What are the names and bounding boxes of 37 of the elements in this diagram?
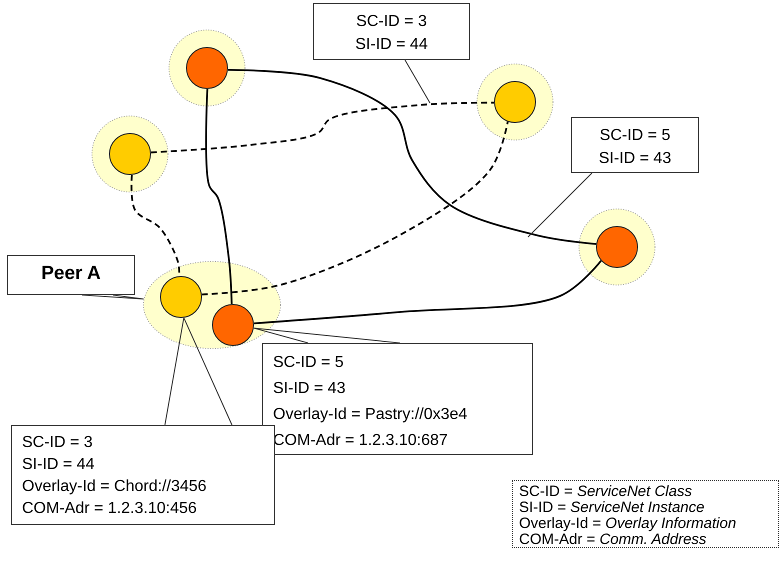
callout-text: SI-ID = 44 (354, 35, 429, 55)
callout-text: SC-ID = 3 (22, 433, 94, 453)
callout-pointer (164, 317, 232, 426)
overlay-link (202, 122, 509, 296)
callout-text: SC-ID = 5 (273, 353, 345, 373)
callout-text: SC-ID = 3 (355, 12, 428, 32)
callout-text: SI-ID = 44 (22, 455, 96, 475)
key-entry: COM-Adr = Comm. Address (519, 532, 708, 548)
callout-text: Peer A (40, 262, 102, 285)
overlay-link (205, 88, 233, 304)
peer-circle (212, 304, 254, 346)
callout-box (313, 3, 470, 60)
callout-text: SC-ID = 5 (598, 126, 672, 146)
overlay-link (150, 102, 494, 154)
peer-circle (109, 133, 151, 175)
callout-text: COM-Adr = 1.2.3.10:687 (273, 431, 449, 451)
callout-pointer (253, 328, 400, 344)
callout-box (11, 425, 275, 525)
callout-box (7, 255, 135, 295)
key-entry: SC-ID = ServiceNet Class (519, 484, 693, 500)
key-entry: SI-ID = ServiceNet Instance (519, 500, 706, 516)
peer-circle (596, 226, 638, 268)
peer-circle (186, 47, 228, 89)
callout-text: Overlay-Id = Pastry://0x3e4 (273, 405, 468, 425)
callout-text: COM-Adr = 1.2.3.10:456 (22, 499, 198, 519)
peer-group-ellipse (143, 261, 281, 349)
callout-text: Overlay-Id = Chord://3456 (22, 477, 208, 497)
callout-box (262, 343, 533, 455)
overlay-link (228, 68, 596, 245)
callout-text: SI-ID = 43 (598, 149, 672, 169)
overlay-link (254, 260, 602, 324)
callout-box (571, 117, 699, 173)
callout-text: SI-ID = 43 (273, 379, 346, 399)
peer-circle (160, 276, 202, 318)
key-entry: Overlay-Id = Overlay Information (519, 516, 738, 532)
callout-pointer (82, 294, 144, 300)
peer-circle (494, 81, 536, 123)
